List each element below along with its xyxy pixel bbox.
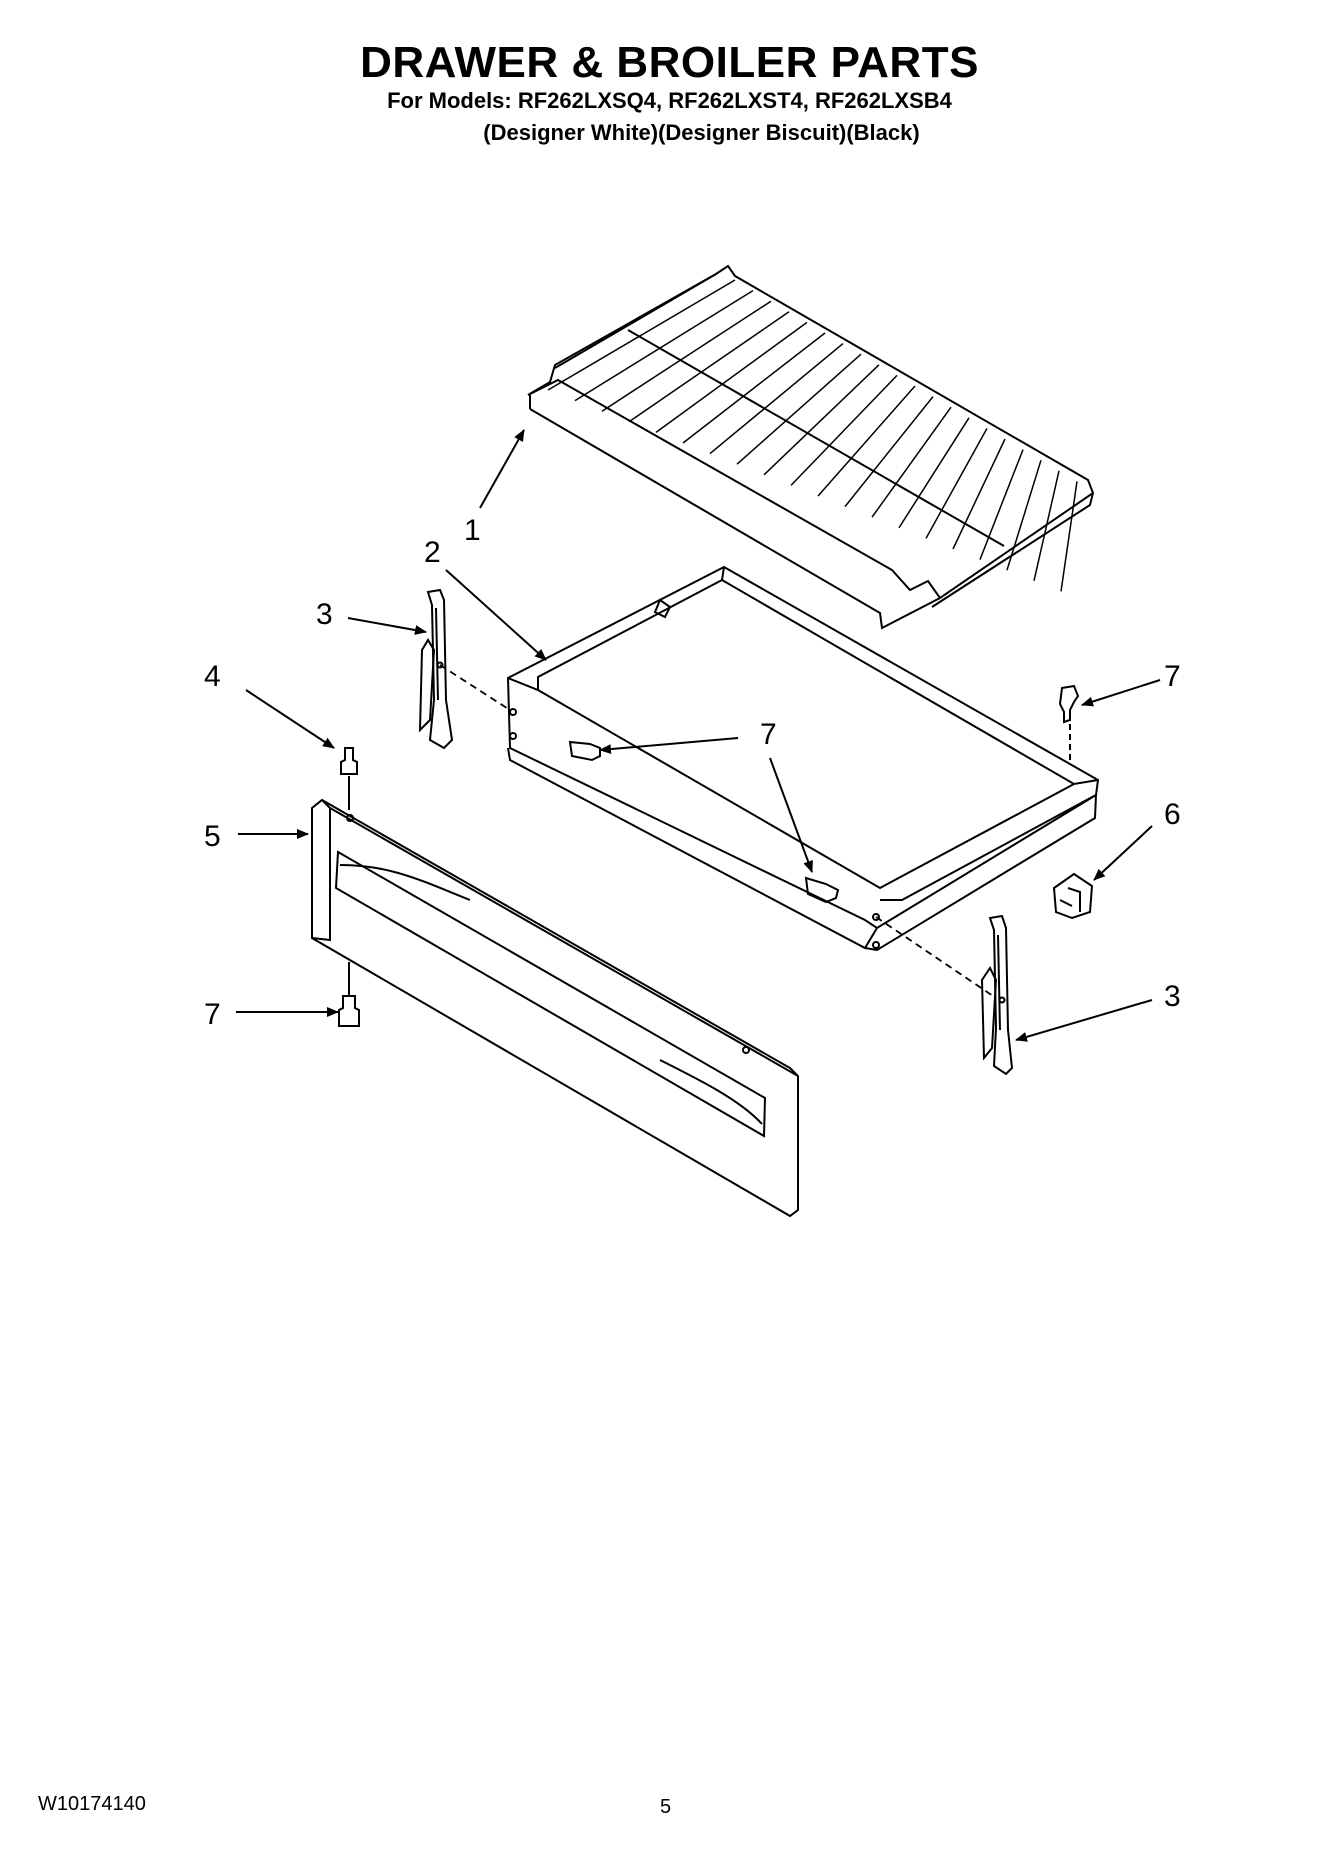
rack-rod (925, 428, 988, 539)
rack-rod (952, 438, 1006, 550)
rack-rod (709, 343, 844, 455)
screw-panel-bottom (338, 962, 360, 1027)
callout-7-bottom-left: 7 (204, 998, 221, 1031)
callout-3-right: 3 (1164, 980, 1181, 1013)
rack-rod (979, 449, 1024, 560)
screw-right-upper (1058, 684, 1080, 760)
rack-rod (574, 289, 754, 402)
rack-rod (1006, 459, 1042, 571)
rack-rod (682, 332, 826, 444)
page-title: DRAWER & BROILER PARTS (360, 38, 979, 87)
rack-rod (1033, 470, 1060, 581)
clip-part-6 (1052, 872, 1094, 920)
rack-rod (790, 374, 898, 486)
models-line: For Models: RF262LXSQ4, RF262LXST4, RF26… (387, 88, 952, 113)
callout-1: 1 (464, 514, 481, 547)
rack-rod (628, 311, 790, 423)
drawer-glide-right (980, 914, 1014, 1076)
callout-7-middle: 7 (760, 718, 777, 751)
callout-5: 5 (204, 820, 221, 853)
rack-rod (655, 321, 808, 434)
rack-rod (547, 279, 736, 391)
page-number: 5 (660, 1796, 672, 1818)
broiler-rack (527, 264, 1095, 630)
callout-7-top-right: 7 (1164, 660, 1181, 693)
callout-3-left: 3 (316, 598, 333, 631)
rack-rod (1060, 481, 1078, 592)
pin-part-4 (340, 747, 358, 810)
rack-rod (736, 353, 862, 465)
drawer-body (506, 565, 1100, 952)
alignment-lines (439, 664, 997, 999)
drawer-front-panel (311, 798, 799, 1218)
leader-arrows (236, 429, 1161, 1042)
rack-rod (844, 396, 934, 508)
document-number: W10174140 (38, 1793, 146, 1815)
rack-rod (763, 364, 880, 476)
callout-6: 6 (1164, 798, 1181, 831)
finishes-line: (Designer White)(Designer Biscuit)(Black… (483, 120, 920, 145)
rack-rod (601, 300, 772, 412)
drawer-glide-left (418, 588, 454, 750)
callout-4: 4 (204, 660, 221, 693)
screw-drawer-right (804, 876, 840, 904)
rack-rod (871, 406, 952, 518)
callout-2: 2 (424, 536, 441, 569)
rack-rod (898, 417, 970, 529)
rack-rod (817, 385, 916, 497)
screw-drawer-left (568, 740, 601, 762)
